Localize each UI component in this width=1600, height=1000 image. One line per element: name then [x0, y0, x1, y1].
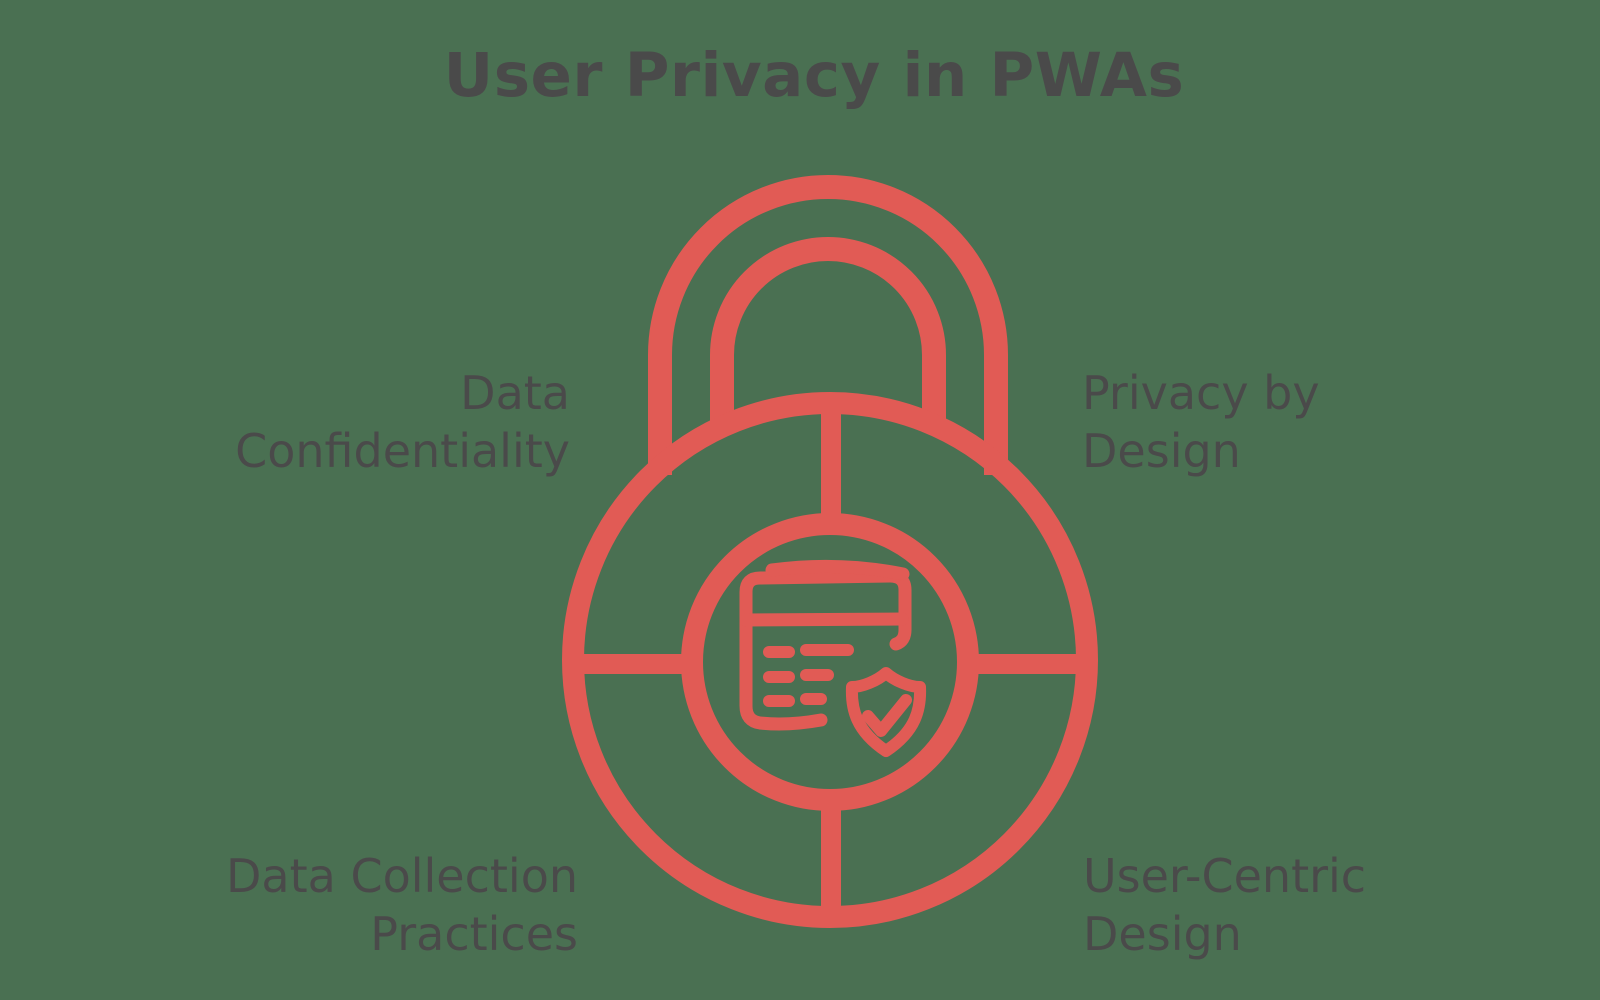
- page-title: User Privacy in PWAs: [443, 40, 1185, 111]
- label-data-collection-practices: Data Collection Practices: [226, 847, 578, 964]
- lock-shackle-icon: [648, 175, 1008, 475]
- label-privacy-by-design: Privacy by Design: [1082, 364, 1320, 481]
- checkmark-icon: [862, 694, 912, 737]
- window-toolbar-line: [739, 612, 909, 627]
- window-top-sketch-line: [765, 559, 910, 581]
- label-line: User-Centric: [1083, 849, 1367, 903]
- label-user-centric-design: User-Centric Design: [1083, 847, 1366, 964]
- label-line: Practices: [370, 907, 578, 962]
- label-line: Confidentiality: [235, 424, 570, 479]
- list-lines-icon: [763, 644, 854, 707]
- label-line: Data Collection: [226, 849, 578, 903]
- label-data-confidentiality: Data Confidentiality: [235, 364, 570, 481]
- shield-check-icon: [845, 667, 927, 757]
- quadrant-dividers: [566, 398, 1094, 924]
- label-line: Privacy by: [1082, 366, 1320, 420]
- label-line: Design: [1083, 907, 1242, 962]
- label-line: Design: [1082, 424, 1241, 479]
- browser-window-icon: [739, 559, 912, 731]
- label-line: Data: [460, 366, 570, 420]
